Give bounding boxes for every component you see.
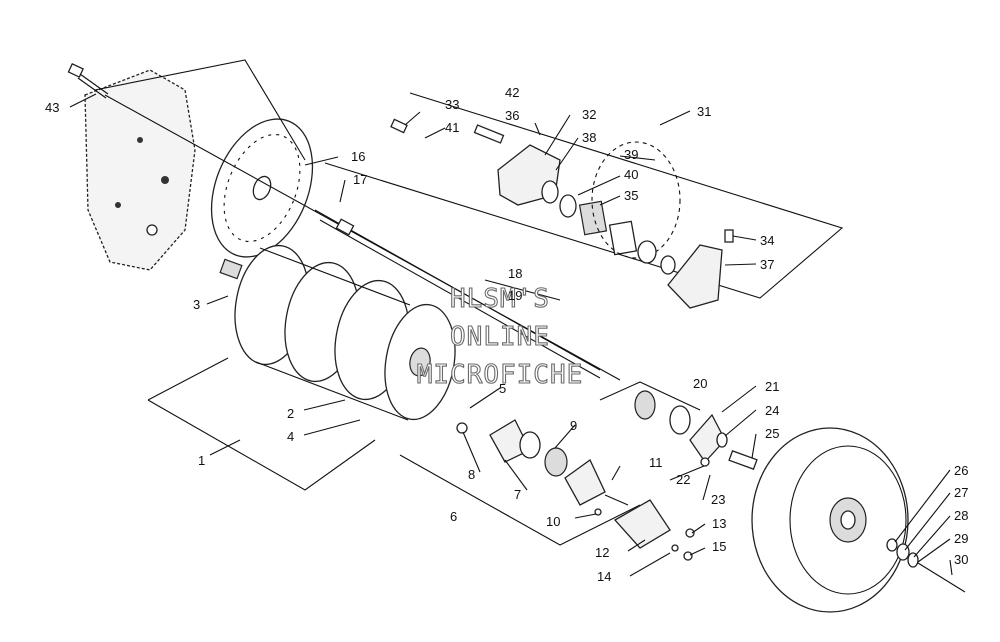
long-bolt-part (67, 62, 109, 99)
watermark-line-3: MICROFICHE (417, 360, 584, 390)
brake-disc-part (210, 118, 314, 258)
caliper-assembly-box (324, 92, 844, 309)
callout-19: 19 (508, 288, 522, 303)
callout-13: 13 (712, 516, 726, 531)
callout-25: 25 (765, 426, 779, 441)
callout-11: 11 (649, 455, 663, 470)
callout-4: 4 (287, 429, 294, 444)
callout-5: 5 (499, 381, 506, 396)
callout-35: 35 (624, 188, 638, 203)
callout-23: 23 (711, 492, 725, 507)
callout-38: 38 (582, 130, 596, 145)
callout-30: 30 (954, 552, 968, 567)
engine-housing (84, 69, 196, 271)
callout-15: 15 (712, 539, 726, 554)
callout-10: 10 (546, 514, 560, 529)
callout-36: 36 (505, 108, 519, 123)
callout-1: 1 (198, 453, 205, 468)
callout-24: 24 (765, 403, 779, 418)
callout-26: 26 (954, 463, 968, 478)
assembly-frames (94, 59, 376, 491)
callout-9: 9 (570, 418, 577, 433)
callout-8: 8 (468, 467, 475, 482)
watermark-line-2: ONLINE (450, 322, 550, 352)
callout-20: 20 (693, 376, 707, 391)
driven-wheel-part (751, 427, 966, 613)
callout-40: 40 (624, 167, 638, 182)
callout-3: 3 (193, 297, 200, 312)
callout-2: 2 (287, 406, 294, 421)
callout-7: 7 (514, 487, 521, 502)
callout-17: 17 (353, 172, 367, 187)
callout-18: 18 (508, 266, 522, 281)
callout-14: 14 (597, 569, 611, 584)
callout-6: 6 (450, 509, 457, 524)
callout-21: 21 (765, 379, 779, 394)
callout-28: 28 (954, 508, 968, 523)
callout-27: 27 (954, 485, 968, 500)
callout-43: 43 (45, 100, 59, 115)
callout-16: 16 (351, 149, 365, 164)
leader-lines (69, 93, 953, 577)
callout-34: 34 (760, 233, 774, 248)
drive-shaft (104, 94, 621, 381)
callout-12: 12 (595, 545, 609, 560)
drive-sprocket-assembly (234, 244, 456, 421)
callout-labels: 1 2 3 4 5 6 7 8 9 10 11 12 13 14 15 16 1… (45, 85, 968, 584)
callout-32: 32 (582, 107, 596, 122)
callout-31: 31 (697, 104, 711, 119)
callout-42: 42 (505, 85, 519, 100)
callout-37: 37 (760, 257, 774, 272)
watermark-line-1: HLSM'S (450, 284, 550, 314)
coupling-part (219, 258, 243, 280)
callout-22: 22 (676, 472, 690, 487)
bearing-housing-assembly (399, 419, 695, 561)
callout-41: 41 (445, 120, 459, 135)
callout-33: 33 (445, 97, 459, 112)
callout-29: 29 (954, 531, 968, 546)
bearing-set-20 (599, 381, 758, 470)
watermark: HLSM'S ONLINE MICROFICHE (416, 283, 584, 390)
callout-39: 39 (624, 147, 638, 162)
